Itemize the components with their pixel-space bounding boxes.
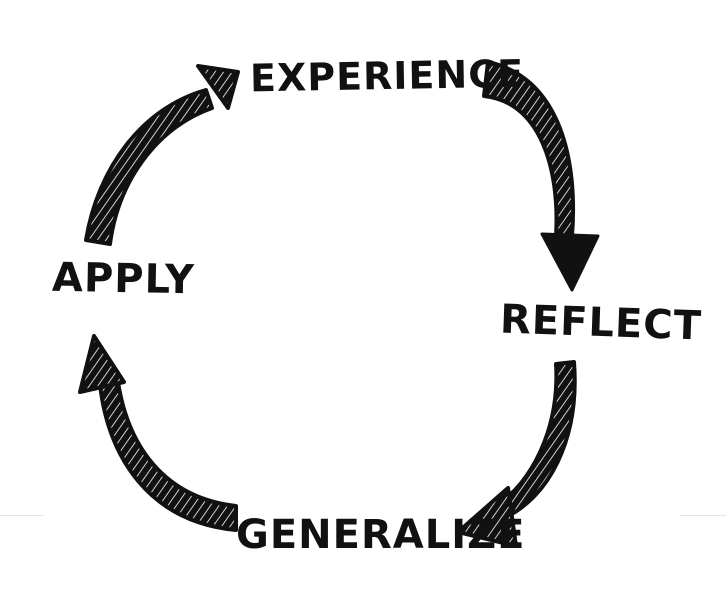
arrow-generalize-to-apply bbox=[78, 334, 238, 532]
arrow-experience-to-reflect bbox=[482, 60, 600, 292]
arrow-reflect-to-generalize bbox=[456, 360, 577, 548]
stage-apply-label: APPLY bbox=[51, 254, 196, 304]
stage-generalize-label: GENERALIZE bbox=[236, 512, 526, 558]
stage-experience-label: EXPERIENCE bbox=[249, 51, 525, 101]
divider-left bbox=[0, 515, 44, 516]
arrow-apply-to-experience bbox=[84, 64, 240, 246]
divider-right bbox=[680, 515, 726, 516]
stage-reflect-label: REFLECT bbox=[499, 296, 703, 350]
